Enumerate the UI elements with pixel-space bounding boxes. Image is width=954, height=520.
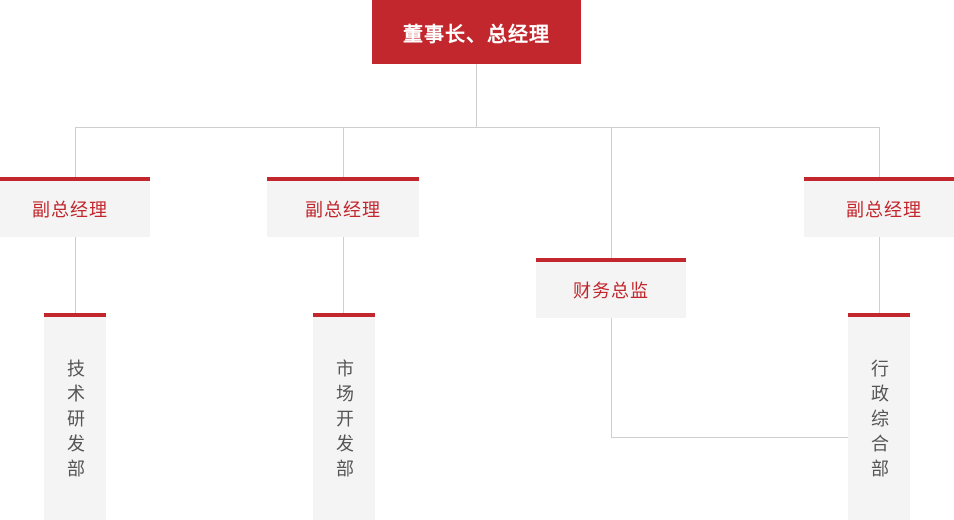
- department-label-administration: 行政综合部: [869, 359, 889, 484]
- department-label-market-development: 市场开发部: [334, 359, 354, 484]
- connector-manager-1-to-dept-1: [75, 237, 76, 313]
- manager-box-label-4: 副总经理: [846, 200, 922, 220]
- manager-box-label-1: 副总经理: [32, 200, 108, 220]
- department-box-rnd[interactable]: 技术研发部: [44, 313, 106, 520]
- connector-bus-to-finance-director: [611, 127, 612, 258]
- manager-box-deputy-general-manager-3[interactable]: 副总经理: [804, 177, 954, 237]
- manager-box-deputy-general-manager-2[interactable]: 副总经理: [267, 177, 419, 237]
- manager-box-deputy-general-manager-1[interactable]: 副总经理: [0, 177, 150, 237]
- connector-bus-to-manager-1: [75, 127, 76, 177]
- manager-box-finance-director[interactable]: 财务总监: [536, 258, 686, 318]
- root-box-chairman-general-manager[interactable]: 董事长、总经理: [372, 0, 581, 64]
- connector-root-down: [476, 64, 477, 127]
- connector-main-bus: [75, 127, 880, 128]
- connector-finance-director-down: [611, 318, 612, 437]
- connector-manager-4-to-dept-3: [879, 237, 880, 313]
- department-label-rnd: 技术研发部: [65, 359, 85, 484]
- manager-box-label-3: 财务总监: [573, 281, 649, 301]
- connector-bus-to-manager-2: [343, 127, 344, 177]
- connector-finance-to-admin-dept: [611, 437, 851, 438]
- department-box-market-development[interactable]: 市场开发部: [313, 313, 375, 520]
- department-box-administration[interactable]: 行政综合部: [848, 313, 910, 520]
- connector-manager-2-to-dept-2: [343, 237, 344, 313]
- connector-bus-to-manager-4: [879, 127, 880, 177]
- manager-box-label-2: 副总经理: [305, 200, 381, 220]
- root-box-label: 董事长、总经理: [403, 23, 550, 46]
